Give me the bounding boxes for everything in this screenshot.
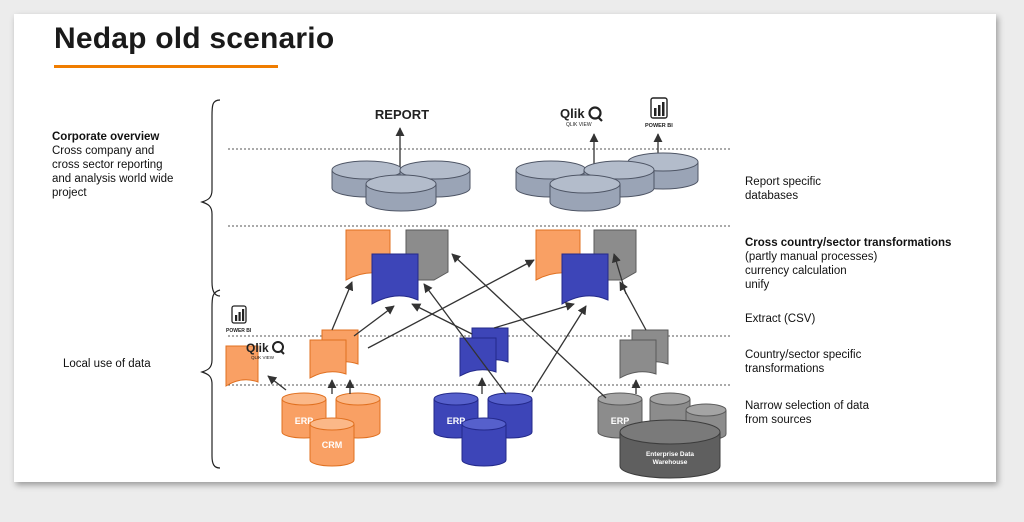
transform-line-1: (partly manual processes) [745,251,878,263]
corporate-brace [200,99,221,297]
arrow-blue-doc-to-left [411,303,473,335]
arrow-blue-to-right [493,301,575,329]
arrow-orange-to-left-orange [331,281,354,331]
report-db-cluster-left [331,160,471,212]
transform-line-2: currency calculation [745,265,847,277]
corporate-overview-line-1: Cross company and [52,145,155,157]
svg-text:QLIK VIEW: QLIK VIEW [566,122,592,128]
report-db-cluster-right [515,152,699,212]
transform-doc-blue-right [561,253,609,305]
transform-line-3: unify [745,279,770,291]
report-label: REPORT [375,107,429,122]
arrow-blue-src-to-right-blue [531,305,587,393]
arrow-orange-to-left-blue [353,305,395,337]
transform-heading: Cross country/sector transformations [745,237,952,249]
source-db-orange [281,392,381,467]
corporate-overview-line-4: project [52,187,87,199]
svg-text:POWER BI: POWER BI [226,328,252,334]
enterprise-data-warehouse [619,419,721,479]
report-db-label-1: Report specific [745,176,822,188]
country-doc-grey [619,329,669,379]
extract-label: Extract (CSV) [745,313,816,325]
local-use-label: Local use of data [63,358,151,370]
narrow-label-2: from sources [745,414,812,426]
slide-title: Nedap old scenario [54,22,335,55]
qlik-logo-local: Qlik QLIK VIEW [246,341,285,360]
source-db-blue [433,392,533,467]
local-use-doc [225,345,259,387]
country-label-2: transformations [745,363,825,375]
qlik-logo-top: Qlik QLIK VIEW [560,106,603,128]
transform-doc-blue-left [371,253,419,305]
arrow-to-local-use [267,375,287,391]
arrow-right-grey-to-left-blue [611,253,627,295]
svg-text:QLIK VIEW: QLIK VIEW [251,355,275,360]
svg-text:Qlik: Qlik [246,341,269,355]
corporate-overview-heading: Corporate overview [52,131,160,143]
erp-label-grey: ERP [611,416,630,426]
architecture-diagram: REPORT Qlik QLIK VIEW POWER BI [200,97,730,479]
title-underline [54,65,278,68]
svg-text:Qlik: Qlik [560,106,585,121]
narrow-label-1: Narrow selection of data [745,400,870,412]
country-doc-orange [309,329,359,379]
corporate-overview-line-2: cross sector reporting [52,159,163,171]
country-label-1: Country/sector specific [745,349,862,361]
arrow-grey-src-to-left [451,253,607,399]
country-doc-blue [459,327,509,377]
erp-label-blue: ERP [447,416,466,426]
arrow-blue-to-left-grey [423,283,507,395]
arrow-orange-to-right [367,259,535,349]
erp-label-orange: ERP [295,416,314,426]
local-brace [200,289,221,469]
edw-label-2: Warehouse [653,459,688,466]
report-db-label-2: databases [745,190,799,202]
powerbi-logo-local: POWER BI [226,305,252,334]
slide: Nedap old scenario Corporate overview Cr… [14,14,996,482]
svg-text:POWER BI: POWER BI [645,123,673,129]
edw-label-1: Enterprise Data [646,451,694,458]
crm-label: CRM [322,440,343,450]
powerbi-logo-top: POWER BI [645,97,673,129]
corporate-overview-line-3: and analysis world wide [52,173,174,185]
